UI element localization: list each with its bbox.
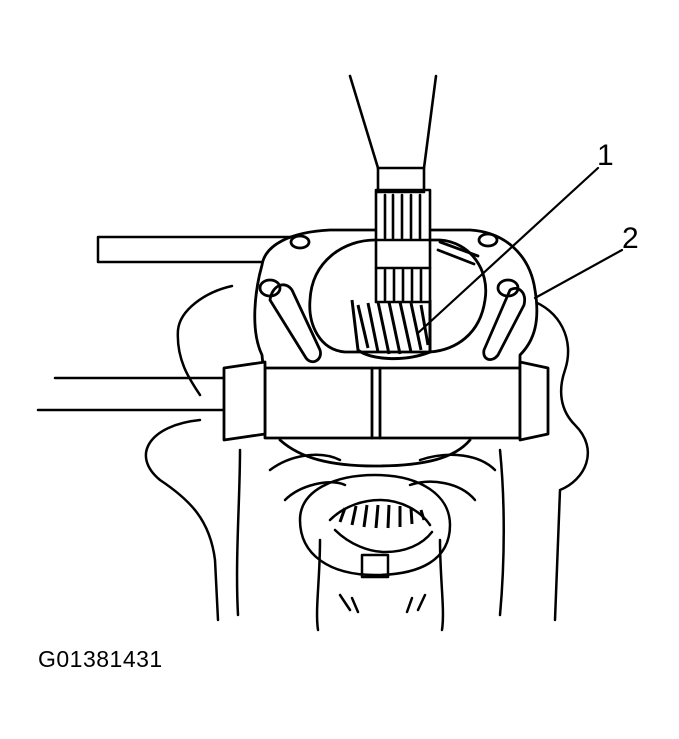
lower-gear-cavity	[298, 473, 452, 632]
lower-gear-teeth	[338, 504, 426, 529]
figure-id: G01381431	[38, 646, 163, 672]
callout-1: 1	[597, 139, 614, 172]
left-rod	[36, 376, 226, 412]
leader-line-2	[533, 248, 624, 300]
leader-lines	[416, 166, 624, 335]
drive-tool	[348, 74, 438, 194]
pinion-gear	[350, 299, 432, 361]
shaft	[374, 188, 432, 304]
callout-2: 2	[622, 222, 639, 255]
leader-line-1	[416, 166, 600, 335]
puller-body	[222, 228, 550, 468]
